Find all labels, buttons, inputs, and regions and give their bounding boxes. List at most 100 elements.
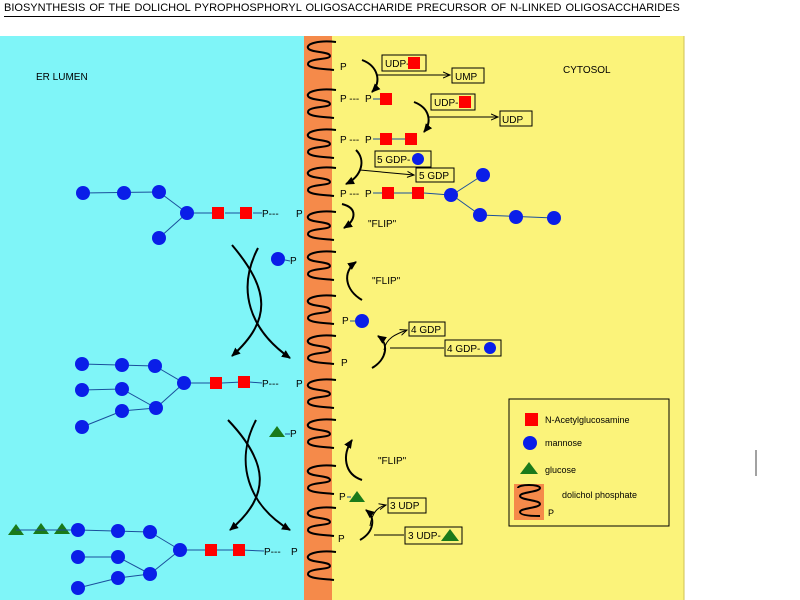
glucose-triangle — [269, 426, 285, 437]
arrow-step2 — [413, 101, 433, 133]
mannose-circle — [111, 524, 125, 538]
phosphate-1b: P — [365, 94, 372, 105]
mannose-circle — [115, 404, 129, 418]
legend-glcnac-swatch — [525, 413, 538, 426]
glucose-triangle — [349, 491, 365, 502]
udp-glcnac-box-2 — [430, 93, 476, 111]
gdp-box-4 — [408, 321, 446, 337]
udp-label-2: UDP- — [434, 98, 458, 109]
mannose-circle — [115, 358, 129, 372]
mannose-circle — [149, 401, 163, 415]
lumen-p-man: P — [290, 256, 297, 267]
glucose-triangle — [54, 523, 70, 534]
er-lumen-region — [0, 36, 304, 600]
glucose-triangle — [441, 529, 459, 541]
glcnac-square — [233, 544, 245, 556]
arrow-flip-1 — [341, 203, 355, 229]
legend-box — [508, 398, 670, 527]
legend-mannose-label: mannose — [545, 438, 582, 448]
glcnac-square — [240, 207, 252, 219]
gdp4-out-label: 4 GDP — [411, 325, 441, 336]
mannose-circle — [484, 342, 496, 354]
gdp5-out-label: 5 GDP — [419, 171, 449, 182]
er-lumen-label: ER LUMEN — [36, 72, 88, 83]
gdp4-label: 4 GDP- — [447, 344, 480, 355]
mannose-circle — [180, 206, 194, 220]
cyto-p-glc: P — [339, 492, 346, 503]
cyto-p-man: P — [342, 316, 349, 327]
glcnac-square — [412, 187, 424, 199]
glcnac-square — [238, 376, 250, 388]
dolichol-pp-3: P --- — [340, 189, 359, 200]
mannose-circle — [547, 211, 561, 225]
gdp-man-box-5 — [374, 150, 432, 168]
mannose-circle — [355, 314, 369, 328]
flip-label-2: "FLIP" — [372, 276, 401, 287]
dolichol-chain — [306, 128, 337, 159]
udp-glc-box-3 — [404, 526, 463, 545]
phosphate-2b: P — [365, 135, 372, 146]
arrow-step4 — [371, 335, 387, 369]
mannose-circle — [71, 581, 85, 595]
dolichol-chain — [306, 334, 337, 365]
glucose-triangle — [33, 523, 49, 534]
lumen-pp-2: P--- — [262, 379, 279, 390]
cytosol-region — [330, 36, 684, 600]
glcnac-square — [408, 57, 420, 69]
legend-dolichol-icon — [517, 484, 542, 517]
mannose-circle — [476, 168, 490, 182]
mannose-circle — [111, 550, 125, 564]
arrow-udp3 — [369, 505, 386, 527]
glcnac-square — [459, 96, 471, 108]
arrow-gdp4 — [383, 330, 407, 351]
udp3-label: 3 UDP- — [408, 531, 441, 542]
udp-box-2 — [499, 110, 533, 127]
legend-mannose-swatch — [523, 436, 537, 450]
bond — [248, 381, 263, 384]
mannose-circle — [173, 543, 187, 557]
mannose-circle — [152, 231, 166, 245]
mannose-circle — [473, 208, 487, 222]
mannose-circle — [111, 571, 125, 585]
diagram-title: BIOSYNTHESIS OF THE DOLICHOL PYROPHOSPHO… — [4, 2, 680, 14]
arrow-step3 — [345, 149, 363, 185]
lumen-p-glc: P — [290, 429, 297, 440]
mannose-circle — [117, 186, 131, 200]
glcnac-square — [382, 187, 394, 199]
legend-p-label: P — [548, 508, 554, 518]
arrow-flip-3 — [344, 439, 363, 481]
lumen-p-3: P — [291, 547, 298, 558]
dolichol-chain — [306, 418, 337, 449]
dolichol-chain — [306, 378, 337, 409]
arrow-gdp5 — [359, 169, 414, 175]
dolichol-chain — [306, 166, 337, 197]
arrow-cross-2b — [244, 419, 291, 531]
lumen-pp-1: P--- — [262, 209, 279, 220]
gdp5-label: 5 GDP- — [377, 155, 410, 166]
mannose-circle — [75, 420, 89, 434]
lumen-p-1: P — [296, 209, 303, 220]
mannose-circle — [143, 525, 157, 539]
arrow-cross-1a — [231, 244, 263, 357]
mannose-circle — [148, 359, 162, 373]
mannose-circle — [115, 382, 129, 396]
mannose-circle — [152, 185, 166, 199]
bond — [81, 410, 123, 428]
mannose-circle — [71, 523, 85, 537]
glcnac-square — [380, 133, 392, 145]
gdp-man-box-4 — [444, 339, 502, 357]
udp-glcnac-box-1 — [381, 54, 427, 72]
glcnac-square — [405, 133, 417, 145]
dolichol-chain — [306, 210, 337, 241]
bond — [284, 259, 291, 262]
glcnac-square — [205, 544, 217, 556]
flip-label-1: "FLIP" — [368, 219, 397, 230]
udp-box-3 — [387, 497, 427, 514]
arrow-cross-1b — [246, 247, 291, 359]
dolichol-chain — [306, 506, 337, 537]
arrow-flip-2 — [346, 261, 363, 301]
udp-label-1: UDP- — [385, 59, 409, 70]
mannose-circle — [76, 186, 90, 200]
cytosol-label: CYTOSOL — [563, 65, 611, 76]
